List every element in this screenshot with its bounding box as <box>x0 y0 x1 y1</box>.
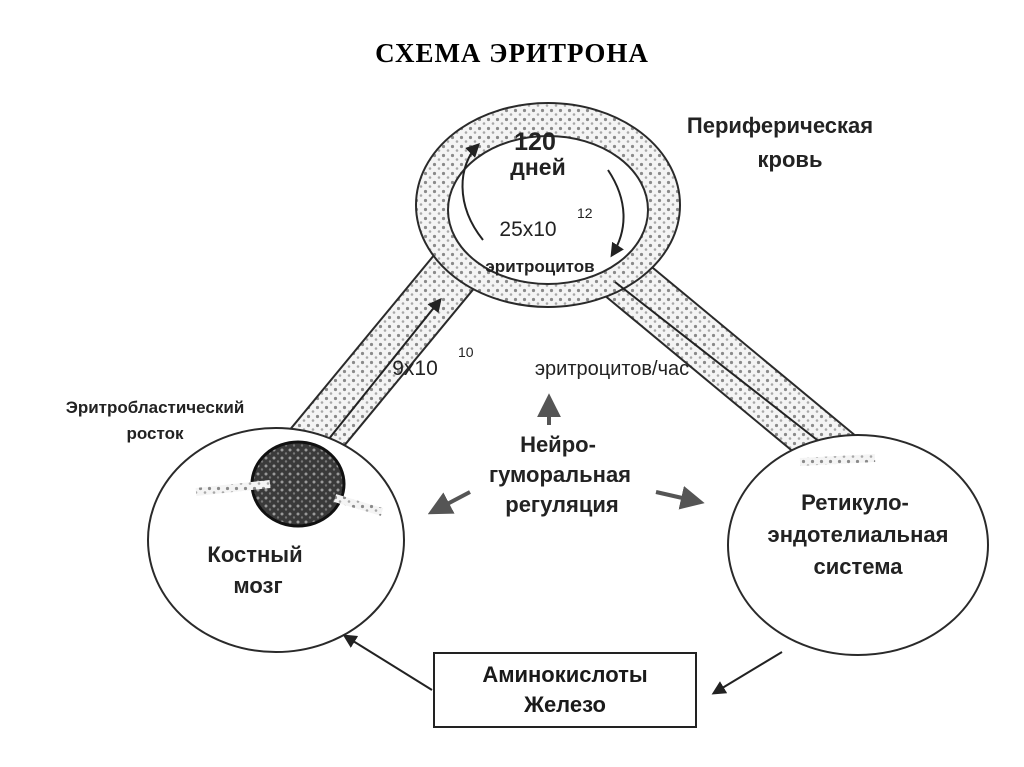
bone-marrow-label-2: мозг <box>233 573 282 598</box>
flow-arrow-right <box>614 281 833 452</box>
vessel-channel-right <box>587 241 856 476</box>
regulation-arrow-left <box>427 490 471 515</box>
lifespan-value: 120 <box>514 128 556 156</box>
peripheral-blood-label-1: Периферическая <box>687 113 873 138</box>
lifespan-unit: дней <box>510 154 565 180</box>
flow-arrow-left <box>311 297 442 461</box>
res-label-2: эндотелиальная <box>768 522 949 547</box>
flow-rate-label: эритроцитов/час <box>535 358 689 380</box>
regulation-label-3: регуляция <box>505 492 618 517</box>
res-label-3: система <box>814 554 904 579</box>
nutrients-label-2: Железо <box>524 692 606 717</box>
erythrocyte-count-label: эритроцитов <box>485 257 594 276</box>
bone-marrow-label-1: Костный <box>207 542 302 567</box>
flow-rate-base: 9x10 <box>392 357 438 380</box>
erythroblast-label-2: росток <box>127 424 184 443</box>
nutrients-to-marrow-arrow <box>342 634 433 691</box>
nutrients-label-1: Аминокислоты <box>482 662 648 687</box>
bone-marrow-circle <box>147 427 405 653</box>
vessel-channel-left <box>276 232 493 480</box>
res-label-1: Ретикуло- <box>801 490 909 515</box>
regulation-label-2: гуморальная <box>489 462 631 487</box>
res-circle <box>727 434 989 656</box>
erythroblast-label-1: Эритробластический <box>66 398 245 417</box>
peripheral-blood-label-2: кровь <box>758 147 823 172</box>
res-dotted-fringe <box>799 454 876 466</box>
erythrocyte-count-base: 25x10 <box>499 218 556 241</box>
regulation-label-1: Нейро- <box>520 432 596 457</box>
circulation-arrow-left <box>461 143 484 241</box>
res-to-nutrients-arrow <box>711 651 783 695</box>
diagram-title: СХЕМА ЭРИТРОНА <box>375 38 649 68</box>
flow-rate-exp: 10 <box>458 344 474 360</box>
marrow-dotted-fringe <box>195 480 271 496</box>
circulation-arrow-right <box>607 169 625 258</box>
erythrocyte-count-exp: 12 <box>577 205 593 221</box>
regulation-arrow-right <box>655 486 705 510</box>
nutrients-box: Аминокислоты Железо <box>433 652 697 728</box>
marrow-dotted-fringe-right <box>333 494 384 516</box>
